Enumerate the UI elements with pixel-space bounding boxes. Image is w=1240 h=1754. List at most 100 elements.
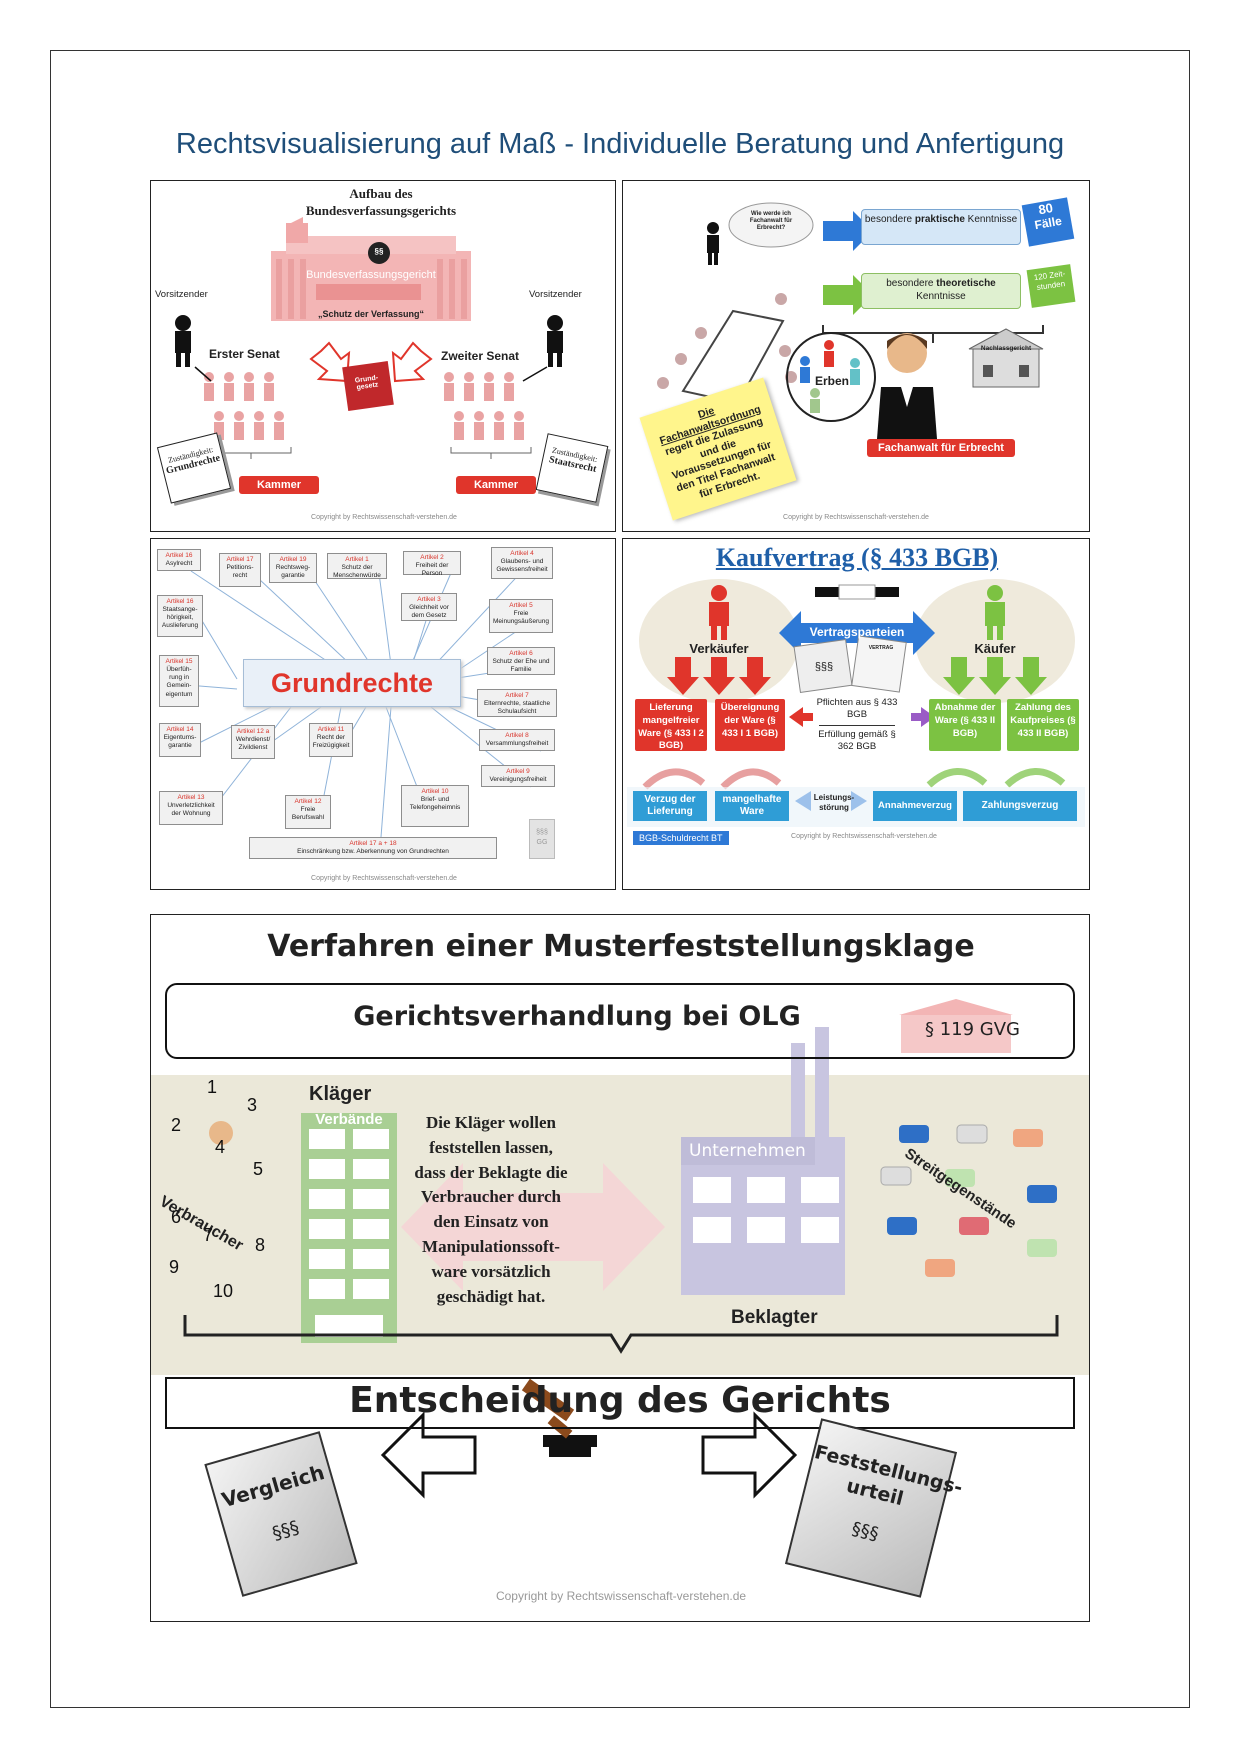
consumer-3: 3 [247, 1095, 258, 1115]
practical-skills-box: besondere praktische Kenntnisse [861, 209, 1021, 245]
schuldrecht-tag: BGB-Schuldrecht BT [633, 831, 729, 845]
article-text: Petitions-recht [226, 564, 254, 580]
kaufvertrag-diagram: Kaufvertrag (§ 433 BGB) Vertragsparteien… [622, 538, 1090, 890]
article-text: Elternrechte, staatliche Schulaufsicht [483, 700, 551, 716]
theoretical-pre: besondere [886, 278, 937, 289]
bverfg-title-line1: Aufbau des [349, 186, 413, 201]
building-label: Bundesverfassungsgericht [306, 269, 436, 281]
delay-delivery: Verzug der Lieferung [633, 791, 707, 821]
article-number: Artikel 7 [505, 692, 529, 699]
article-number: Artikel 1 [345, 556, 369, 563]
payment-delay: Zahlungsverzug [963, 791, 1077, 821]
buyer-duty-acceptance: Abnahme der Ware (§ 433 II BGB) [929, 699, 1001, 751]
chair-left-label: Vorsitzender [155, 289, 208, 300]
article-text: Brief- und Telefongeheimnis [409, 796, 461, 812]
article-text: Schutz der Ehe und Familie [492, 658, 550, 674]
copyright: Copyright by Rechtswissenschaft-verstehe… [791, 833, 937, 840]
article-text: Schutz der Menschenwürde [333, 564, 381, 580]
article-number: Artikel 3 [417, 596, 441, 603]
article-text: Unverletzlichkeit der Wohnung [167, 802, 215, 818]
contract-sign: §§§ [814, 661, 834, 673]
practical-bold: praktische [914, 214, 965, 225]
consumer-4: 4 [215, 1137, 226, 1157]
gg-book: §§§ GG [529, 819, 555, 859]
article-text: Freie Meinungsäußerung [492, 610, 549, 626]
divider [819, 725, 895, 726]
article-text: Recht der Freizügigkeit [312, 734, 350, 750]
settlement-sign: §§§ [269, 1517, 302, 1545]
grundrechte-title: Grundrechte [243, 659, 461, 707]
fulfilment-label: Erfüllung gemäß § 362 BGB [818, 729, 896, 753]
article-number: Artikel 8 [505, 732, 529, 739]
article-text: Glaubens- und Gewissensfreiheit [496, 558, 548, 574]
second-senate-label: Zweiter Senat [441, 349, 520, 363]
article-number: Artikel 12 a [236, 728, 270, 735]
article-number: Artikel 10 [421, 788, 449, 795]
article-text: Einschränkung bzw. Aberkennung von Grund… [297, 848, 449, 856]
muster-graphic [151, 999, 1089, 1499]
consumer-7: 7 [203, 1225, 214, 1245]
article-number: Artikel 15 [165, 658, 193, 665]
practical-pre: besondere [864, 214, 915, 225]
theoretical-skills-box: besondere theoretische Kenntnisse [861, 273, 1021, 309]
fachanwalt-diagram: Wie werde ich Fachanwalt für Erbrecht? b… [622, 180, 1090, 532]
article-number: Artikel 11 [317, 726, 345, 733]
article-number: Artikel 19 [279, 556, 307, 563]
fachanwalt-graphic [657, 202, 1044, 439]
consumer-10: 10 [213, 1281, 234, 1301]
copyright: Copyright by Rechtswissenschaft-verstehe… [311, 514, 457, 521]
chamber-left: Kammer [239, 476, 319, 494]
theoretical-bold: theoretische [936, 278, 996, 289]
article-text: Versammlungsfreiheit [485, 740, 549, 748]
claim-text: Die Kläger wollen feststellen lassen, da… [414, 1113, 568, 1306]
article-number: Artikel 2 [420, 554, 444, 561]
bverfg-title-line2: Bundesverfassungsgerichts [305, 203, 457, 218]
article-number: Artikel 14 [166, 726, 194, 733]
motto: „Schutz der Verfassung“ [317, 309, 425, 319]
hours-badge: 120 Zeit-stunden [1026, 264, 1076, 308]
article-text: Eigentums-garantie [163, 734, 197, 750]
article-text: Asylrecht [165, 560, 193, 568]
settlement-label: Vergleich [218, 1460, 328, 1513]
article-number: Artikel 16 [166, 598, 194, 605]
associations-label: Verbände [315, 1111, 383, 1128]
chamber-right: Kammer [456, 476, 536, 494]
article-number: Artikel 5 [509, 602, 533, 609]
chair-right-label: Vorsitzender [529, 289, 582, 300]
cases-badge: 80 Fälle [1021, 197, 1075, 247]
article-number: Artikel 17 [226, 556, 254, 563]
hearing-label: Gerichtsverhandlung bei OLG [353, 1001, 801, 1032]
article-text: Staatsange-hörigkeit, Auslieferung [161, 606, 199, 630]
article-number: Artikel 16 [165, 552, 193, 559]
defendant-label: Beklagter [731, 1307, 818, 1328]
page-heading: Rechtsvisualisierung auf Maß - Individue… [175, 128, 1065, 160]
duties-label: Pflichten aus § 433 BGB [816, 697, 898, 721]
note-right: Zuständigkeit: Staatsrecht [535, 433, 609, 503]
theoretical-post: Kenntnisse [916, 291, 966, 302]
article-number: Artikel 12 [294, 798, 322, 805]
plaintiff-label: Kläger [309, 1083, 372, 1105]
judgment-label: Feststellungs-urteil [812, 1441, 965, 1510]
article-number: Artikel 13 [177, 794, 205, 801]
article-text: Wehrdienst/ Zivildienst [235, 736, 271, 752]
company-label: Unternehmen [689, 1141, 806, 1161]
bverfg-diagram: Aufbau des Bundesverfassungsgerichts §§ … [150, 180, 616, 532]
breach-label: Leistungs-störung [813, 793, 855, 812]
article-number: Artikel 6 [509, 650, 533, 657]
seller-label: Verkäufer [689, 641, 749, 656]
consumer-9: 9 [169, 1257, 180, 1277]
